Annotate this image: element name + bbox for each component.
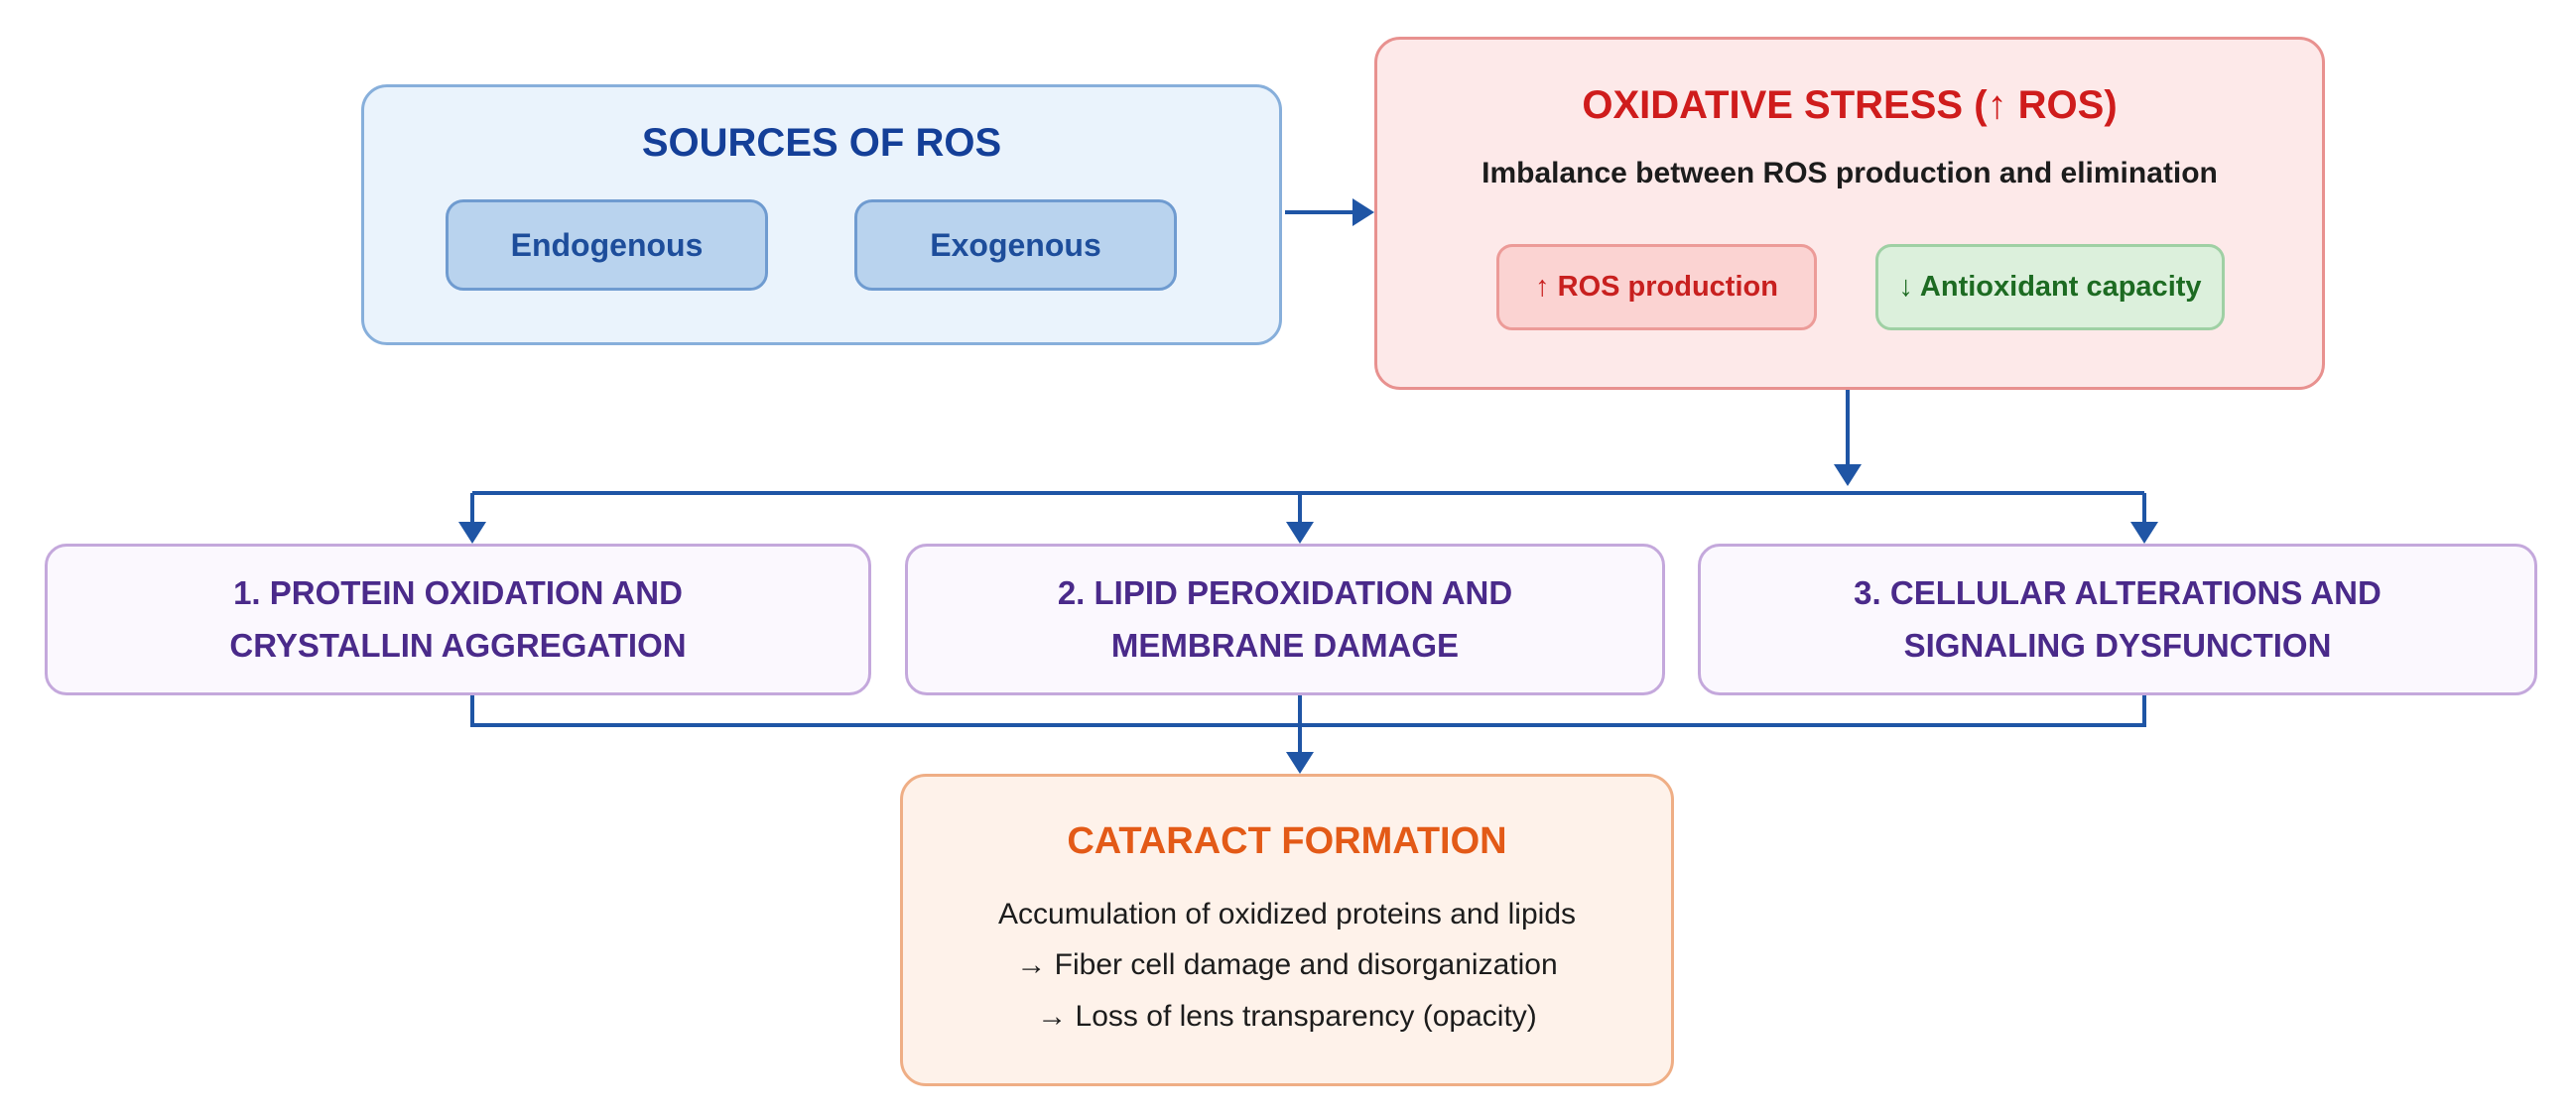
mechanism-label: 2. LIPID PEROXIDATION AND MEMBRANE DAMAG… — [1057, 573, 1513, 664]
exogenous-pill: Exogenous — [854, 199, 1177, 291]
oxidative-stress-box: OXIDATIVE STRESS (↑ ROS) Imbalance betwe… — [1374, 37, 2325, 390]
arrowhead-mechanism-3 — [2130, 522, 2158, 544]
mechanism-cellular-alterations-box: 3. CELLULAR ALTERATIONS AND SIGNALING DY… — [1698, 544, 2537, 695]
oxidative-stress-title: OXIDATIVE STRESS (↑ ROS) — [1582, 83, 2118, 127]
antioxidant-capacity-pill: ↓ Antioxidant capacity — [1875, 244, 2225, 330]
cataract-title: CATARACT FORMATION — [1067, 820, 1507, 862]
endogenous-pill: Endogenous — [446, 199, 768, 291]
cataract-line: → Loss of lens transparency (opacity) — [1037, 1000, 1537, 1033]
mechanism-label: 3. CELLULAR ALTERATIONS AND SIGNALING DY… — [1854, 573, 2382, 664]
oxidative-stress-subtitle: Imbalance between ROS production and eli… — [1481, 157, 2218, 189]
arrowhead-mechanism-2 — [1286, 522, 1314, 544]
connector-merge-bar — [470, 695, 2146, 727]
cataract-line: Accumulation of oxidized proteins and li… — [998, 898, 1576, 930]
mechanism-label: 1. PROTEIN OXIDATION AND CRYSTALLIN AGGR… — [229, 573, 687, 664]
cataract-line: → Fiber cell damage and disorganization — [1016, 948, 1558, 981]
cataract-formation-box: CATARACT FORMATION Accumulation of oxidi… — [900, 774, 1674, 1086]
arrowhead-cataract — [1286, 752, 1314, 774]
mechanism-protein-oxidation-box: 1. PROTEIN OXIDATION AND CRYSTALLIN AGGR… — [45, 544, 871, 695]
arrowhead-mechanism-1 — [458, 522, 486, 544]
arrowhead-stress-down — [1834, 464, 1862, 486]
sources-of-ros-box: SOURCES OF ROS Endogenous Exogenous — [361, 84, 1282, 345]
mechanism-lipid-peroxidation-box: 2. LIPID PEROXIDATION AND MEMBRANE DAMAG… — [905, 544, 1665, 695]
ros-production-pill: ↑ ROS production — [1496, 244, 1817, 330]
arrowhead-to-stress — [1352, 198, 1374, 226]
sources-title: SOURCES OF ROS — [641, 121, 1002, 165]
